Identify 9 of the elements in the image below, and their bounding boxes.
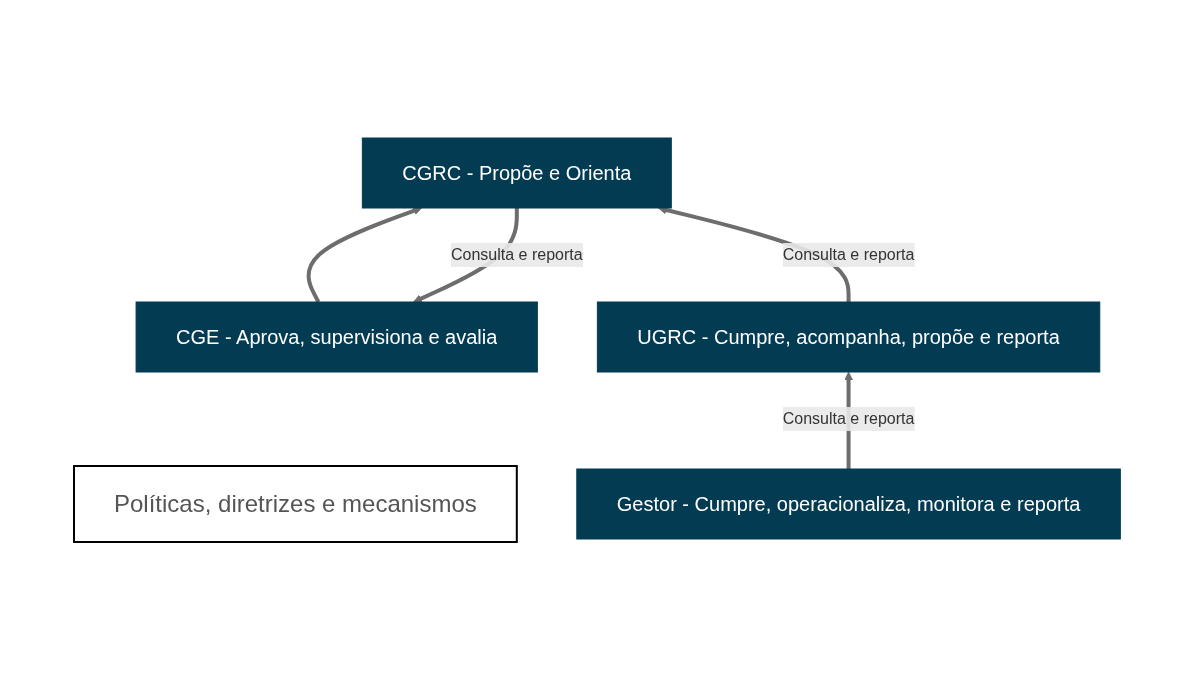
- arrow: [306, 206, 422, 303]
- edge-label: Consulta e reporta: [782, 245, 915, 263]
- node-box: Políticas, diretrizes e mecanismos: [72, 464, 518, 543]
- edge-label: Consulta e reporta: [450, 245, 583, 263]
- node-box: CGE - Aprova, supervisiona e avalia: [135, 301, 538, 372]
- node-box: CGRC - Propõe e Orienta: [361, 137, 672, 208]
- node-box: Gestor - Cumpre, operacionaliza, monitora e reporta: [576, 468, 1121, 539]
- edge-label: Consulta e reporta: [782, 409, 915, 427]
- node-box: UGRC - Cumpre, acompanha, propõe e reporta: [596, 301, 1101, 372]
